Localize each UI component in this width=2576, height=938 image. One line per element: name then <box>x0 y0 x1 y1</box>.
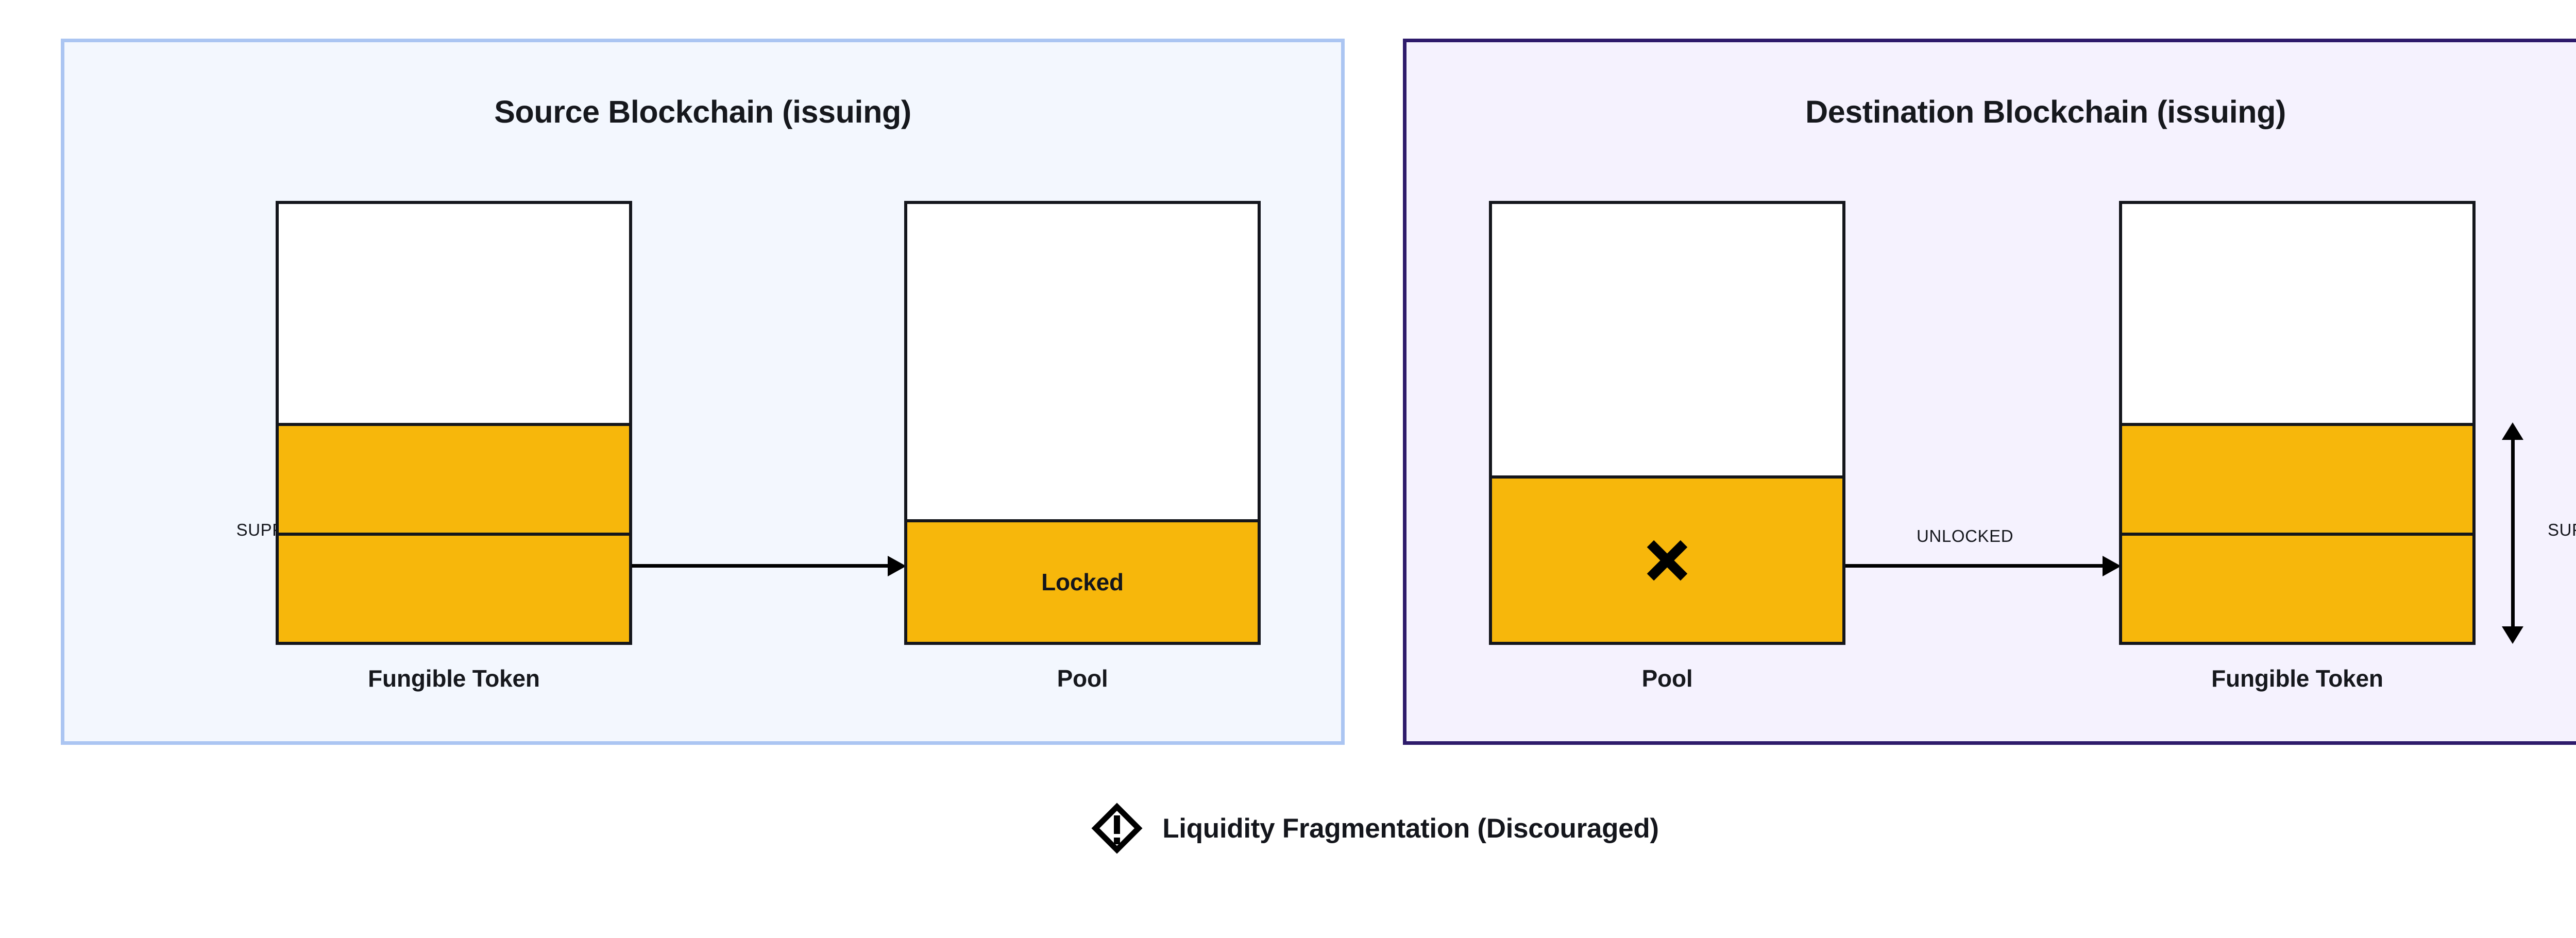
destination-pool-caption: Pool <box>1641 665 1693 692</box>
bar-segment-empty <box>279 204 629 423</box>
source-panel-title: Source Blockchain (issuing) <box>494 94 911 129</box>
source-pool-caption: Pool <box>1057 665 1108 692</box>
destination-panel-title: Destination Blockchain (issuing) <box>1805 94 2286 129</box>
footer-note: Liquidity Fragmentation (Discouraged) <box>0 801 2576 855</box>
bar-segment-empty <box>1492 204 1842 475</box>
x-mark-icon <box>1643 537 1691 584</box>
bar-segment-filled <box>279 423 629 533</box>
destination-supply-indicator: SUPPLY <box>2501 422 2576 644</box>
bar-segment-locked: Locked <box>907 519 1258 642</box>
bar-segment-empty <box>907 204 1258 519</box>
source-pool-bar: Locked <box>904 201 1261 645</box>
destination-pool-bar <box>1489 201 1845 645</box>
source-fungible-token-bar <box>276 201 632 645</box>
unlocked-flow-label: UNLOCKED <box>1917 526 2014 545</box>
bar-segment-filled <box>2122 532 2472 642</box>
bar-segment-empty <box>2122 204 2472 423</box>
warning-diamond-icon <box>1090 801 1144 855</box>
bar-segment-filled <box>279 532 629 642</box>
destination-fungible-token-caption: Fungible Token <box>2211 665 2383 692</box>
footer-caption: Liquidity Fragmentation (Discouraged) <box>1162 813 1659 844</box>
lock-flow-arrow-icon <box>632 556 906 576</box>
bar-segment-filled <box>2122 423 2472 533</box>
bar-segment-unlocked <box>1492 475 1842 642</box>
locked-segment-label: Locked <box>1041 569 1124 595</box>
destination-fungible-token-bar <box>2119 201 2476 645</box>
double-headed-vertical-arrow-icon <box>2501 422 2524 644</box>
source-fungible-token-caption: Fungible Token <box>368 665 540 692</box>
destination-supply-label: SUPPLY <box>2548 520 2576 539</box>
unlock-flow-arrow-icon <box>1845 556 2121 576</box>
